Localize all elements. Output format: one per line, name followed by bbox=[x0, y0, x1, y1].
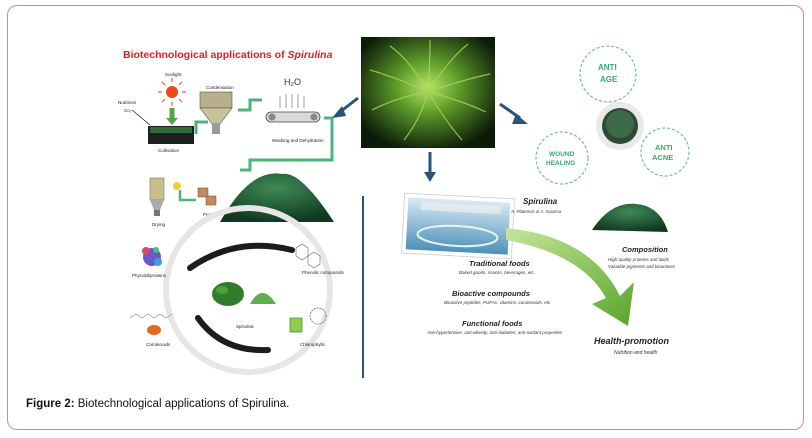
carotenoids-label: Carotenoids bbox=[146, 342, 171, 347]
carotenoids-icon bbox=[129, 313, 173, 335]
composition-powder bbox=[592, 203, 668, 232]
compounds-diagram: Phycobiliproteins Phenolic compounds Spi… bbox=[129, 205, 345, 375]
spirulina-samples bbox=[212, 282, 276, 306]
anti-acne-line2: ACNE bbox=[652, 153, 673, 162]
anti-age-line1: ANTI bbox=[598, 63, 617, 72]
functional-heading: Functional foods bbox=[462, 319, 522, 328]
anti-acne-line1: ANTI bbox=[655, 143, 673, 152]
bioactive-desc: Bioactive peptides, PUFAs, vitamins, car… bbox=[444, 300, 551, 305]
species-label: A. Platensis & A. maxima bbox=[510, 209, 562, 214]
food-panel: Spirulina A. Platensis & A. maxima Compo… bbox=[401, 192, 676, 356]
chlorophylls-label: Chlorophylls bbox=[300, 342, 326, 347]
skincare-diagram: ANTI AGE WOUND HEALING ANTI ACNE bbox=[535, 45, 690, 185]
raceway-pond-photo bbox=[401, 192, 515, 260]
co2-label: Co₂ bbox=[124, 108, 132, 113]
phycobiliproteins-label: Phycobiliproteins bbox=[132, 273, 167, 278]
spirulina-heading: Spirulina bbox=[523, 197, 558, 206]
drying-label: Drying bbox=[152, 222, 166, 227]
composition-heading: Composition bbox=[622, 245, 668, 254]
flow-arrows bbox=[332, 96, 528, 182]
composition-desc2: Valuable pigments and bioactives bbox=[608, 264, 676, 269]
figure-caption: Figure 2: Biotechnological applications … bbox=[26, 398, 289, 410]
chlorophylls-icon bbox=[289, 307, 327, 333]
dryer-icon bbox=[149, 177, 165, 216]
traditional-heading: Traditional foods bbox=[469, 259, 530, 268]
nutrients-label: Nutrients bbox=[118, 100, 137, 105]
caption-label: Figure 2: bbox=[26, 398, 75, 410]
panel-title: Biotechnological applications of Spiruli… bbox=[123, 49, 333, 61]
bioactive-heading: Bioactive compounds bbox=[452, 289, 530, 298]
sunlight-icon bbox=[158, 78, 186, 106]
process-panel: Biotechnological applications of Spiruli… bbox=[118, 49, 334, 227]
anti-age-line2: AGE bbox=[600, 75, 618, 84]
cultivation-label: Cultivation bbox=[158, 148, 180, 153]
phenolic-icon bbox=[295, 243, 321, 269]
caption-text: Biotechnological applications of Spiruli… bbox=[74, 398, 290, 410]
traditional-desc: Baked goods, snacks, beverages, etc. bbox=[459, 270, 535, 275]
wound-line2: HEALING bbox=[546, 160, 575, 167]
sunlight-label: Sunlight bbox=[165, 72, 182, 77]
condensation-label: Condensation bbox=[206, 85, 234, 90]
washing-belt bbox=[265, 94, 321, 123]
washing-label: Washing and Dehydration bbox=[272, 138, 324, 143]
health-arrow bbox=[506, 228, 634, 326]
phycobiliproteins-icon bbox=[142, 247, 162, 266]
product-boxes bbox=[197, 187, 217, 206]
center-label: Spirulina bbox=[236, 324, 254, 329]
wound-line1: WOUND bbox=[549, 151, 575, 158]
phenolic-label: Phenolic compounds bbox=[302, 270, 345, 275]
functional-desc: Anti-hypertensive, anti-obesity, anti-di… bbox=[426, 330, 563, 335]
cultivation-tank bbox=[148, 126, 194, 144]
spirulina-photo bbox=[361, 37, 495, 148]
composition-desc1: High quality proteins and lipids bbox=[608, 257, 670, 262]
condenser-icon bbox=[199, 91, 233, 134]
health-desc: Nutrition and health bbox=[614, 350, 658, 356]
health-heading: Health-promotion bbox=[594, 336, 669, 346]
h2o-label: H₂O bbox=[284, 77, 301, 87]
